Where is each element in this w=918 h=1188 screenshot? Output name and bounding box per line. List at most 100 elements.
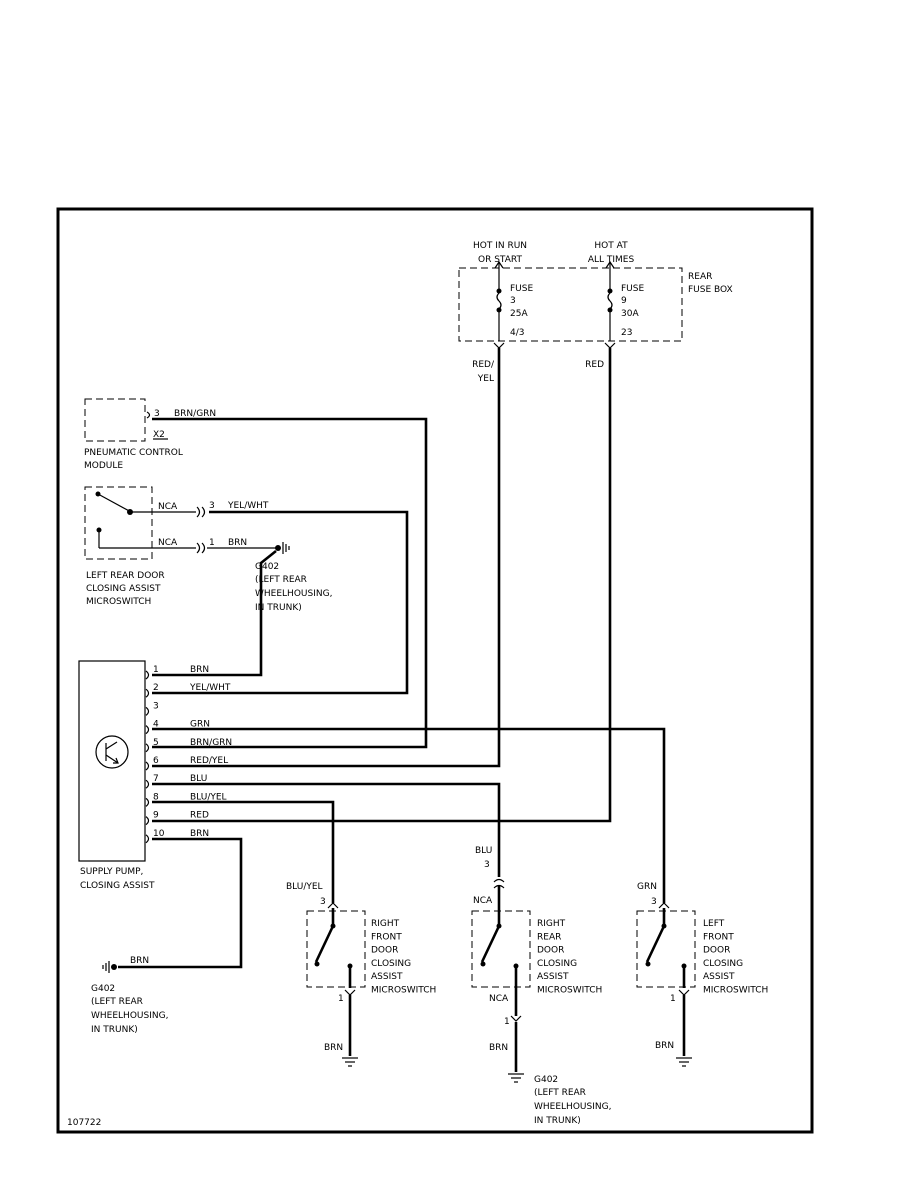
pcm-name-2: MODULE <box>84 461 123 471</box>
pcm-wire: BRN/GRN <box>174 409 216 419</box>
pump-pin-wire-label: BRN <box>190 829 209 839</box>
wire-pcm-brngrn <box>152 417 428 749</box>
lr-name-2: CLOSING ASSIST <box>86 584 161 594</box>
rf-wire-in: BLU/YEL <box>286 882 323 892</box>
pump-pin-number: 2 <box>153 683 159 693</box>
switch-name-line: CLOSING <box>703 959 743 969</box>
pump-pin-wire-label: BLU <box>190 774 207 784</box>
rr-wire-out: BRN <box>489 1043 508 1053</box>
switch-name-line: FRONT <box>371 932 402 942</box>
pump-pin-connector <box>145 725 150 735</box>
switch-name-line: MICROSWITCH <box>703 986 768 996</box>
pump-pin-number: 8 <box>153 792 159 802</box>
ground-g402-bottom: G402 (LEFT REAR WHEELHOUSING, IN TRUNK) <box>534 1075 611 1126</box>
pump-pin-wire-label: BRN <box>190 665 209 675</box>
pump-pin-connector <box>145 670 150 680</box>
ground-top-line1: (LEFT REAR <box>255 575 307 585</box>
fuse-3-label: FUSE <box>510 284 533 294</box>
ground-bottom-line2: WHEELHOUSING, <box>534 1102 611 1112</box>
pcm-connector: X2 <box>153 430 165 440</box>
switch-name-line: DOOR <box>703 946 730 956</box>
wire-red-label: RED <box>585 360 604 370</box>
fuse-9-amps: 30A <box>621 309 639 319</box>
pump-pin-connector <box>145 779 150 789</box>
fuse-9-number: 9 <box>621 296 627 306</box>
rr-wire-in: BLU <box>475 846 492 856</box>
lr-pin-b: 1 <box>209 538 215 548</box>
lf-wire-out: BRN <box>655 1041 674 1051</box>
switch-name-line: CLOSING <box>537 959 577 969</box>
left-front-door-switch: GRN 3 1 BRN LEFTFRONTDOORCLOSINGASSISTMI… <box>636 882 768 1067</box>
switch-name-line: ASSIST <box>371 972 403 982</box>
pump-pin-wire-label: GRN <box>190 720 210 730</box>
pump-pin-number: 1 <box>153 665 159 675</box>
fuse-3: FUSE 3 25A 4/3 <box>493 260 533 349</box>
switch-name-line: RIGHT <box>537 919 566 929</box>
wire-pump1-brn <box>152 549 277 677</box>
wire-red-yel-label-1: RED/ <box>472 360 495 370</box>
pump-pin-number: 6 <box>153 756 159 766</box>
pcm-name-1: PNEUMATIC CONTROL <box>84 448 183 458</box>
lr-nca-label-1: NCA <box>158 502 178 512</box>
ground-left-id: G402 <box>91 984 115 994</box>
ground-g402-top: G402 (LEFT REAR WHEELHOUSING, IN TRUNK) <box>207 542 332 613</box>
switch-name-line: DOOR <box>371 946 398 956</box>
wire-pump7-blu <box>152 782 501 877</box>
wire-pump9-red <box>152 348 612 823</box>
lf-pin-out: 1 <box>670 994 676 1004</box>
ground-top-line2: WHEELHOUSING, <box>255 589 332 599</box>
pump-pin-number: 10 <box>153 829 165 839</box>
fuse-3-number: 3 <box>510 296 516 306</box>
fuse-3-amps: 25A <box>510 309 528 319</box>
fuse-3-pin: 4/3 <box>510 328 524 338</box>
pump-pin-connector <box>145 761 150 771</box>
ground-bottom-line1: (LEFT REAR <box>534 1088 586 1098</box>
pump-pin-connector <box>145 816 150 826</box>
pump-pin-wire-label: RED <box>190 811 209 821</box>
pump-pin-wire-label: RED/YEL <box>190 756 228 766</box>
rear-fuse-box: HOT IN RUN OR START HOT AT ALL TIMES REA… <box>458 241 733 384</box>
pump-pin-number: 7 <box>153 774 159 784</box>
hot-at-label-1: HOT AT <box>594 241 628 251</box>
lr-name-1: LEFT REAR DOOR <box>86 571 165 581</box>
ground-top-line3: IN TRUNK) <box>255 603 302 613</box>
pump-pin-connector <box>145 688 150 698</box>
pump-pin-wire-label: BLU/YEL <box>190 792 227 802</box>
ground-left-line3: IN TRUNK) <box>91 1025 138 1035</box>
wire-pump6-redyel <box>152 348 501 768</box>
ground-left-line1: (LEFT REAR <box>91 997 143 1007</box>
lf-pin-in: 3 <box>651 897 657 907</box>
switch-name-line: ASSIST <box>537 972 569 982</box>
rf-pin-in: 3 <box>320 897 326 907</box>
wire-pump4-grn <box>152 727 666 903</box>
lr-wire-b: BRN <box>228 538 247 548</box>
fuse-9-pin: 23 <box>621 328 632 338</box>
rr-nca-in: NCA <box>473 896 493 906</box>
rr-pin-out: 1 <box>504 1017 510 1027</box>
wire-red-yel-label-2: YEL <box>477 374 494 384</box>
ground-bottom-line3: IN TRUNK) <box>534 1116 581 1126</box>
pump-pin-number: 9 <box>153 811 159 821</box>
ground-top-id: G402 <box>255 562 279 572</box>
rr-pin-conn: 3 <box>484 860 490 870</box>
ground-left-wire: BRN <box>130 956 149 966</box>
ground-bottom-id: G402 <box>534 1075 558 1085</box>
fuse-9-label: FUSE <box>621 284 644 294</box>
pump-pin-connector <box>145 743 150 753</box>
right-front-door-switch: BLU/YEL 3 1 BRN RIGHTFRONTDOORCLOSINGASS… <box>286 882 436 1067</box>
switch-name-line: RIGHT <box>371 919 400 929</box>
pump-pin-number: 5 <box>153 738 159 748</box>
switch-name-line: ASSIST <box>703 972 735 982</box>
pneumatic-control-module: 3 BRN/GRN X2 PNEUMATIC CONTROL MODULE <box>84 398 216 471</box>
fuse-9: FUSE 9 30A 23 <box>604 260 644 349</box>
pump-pin-number: 4 <box>153 720 159 730</box>
lr-wire-a: YEL/WHT <box>227 501 269 511</box>
lr-name-3: MICROSWITCH <box>86 597 151 607</box>
pump-pin-wire-label: YEL/WHT <box>189 683 231 693</box>
diagram-id: 107722 <box>67 1118 101 1128</box>
fuse-box-label-2: FUSE BOX <box>688 285 733 295</box>
